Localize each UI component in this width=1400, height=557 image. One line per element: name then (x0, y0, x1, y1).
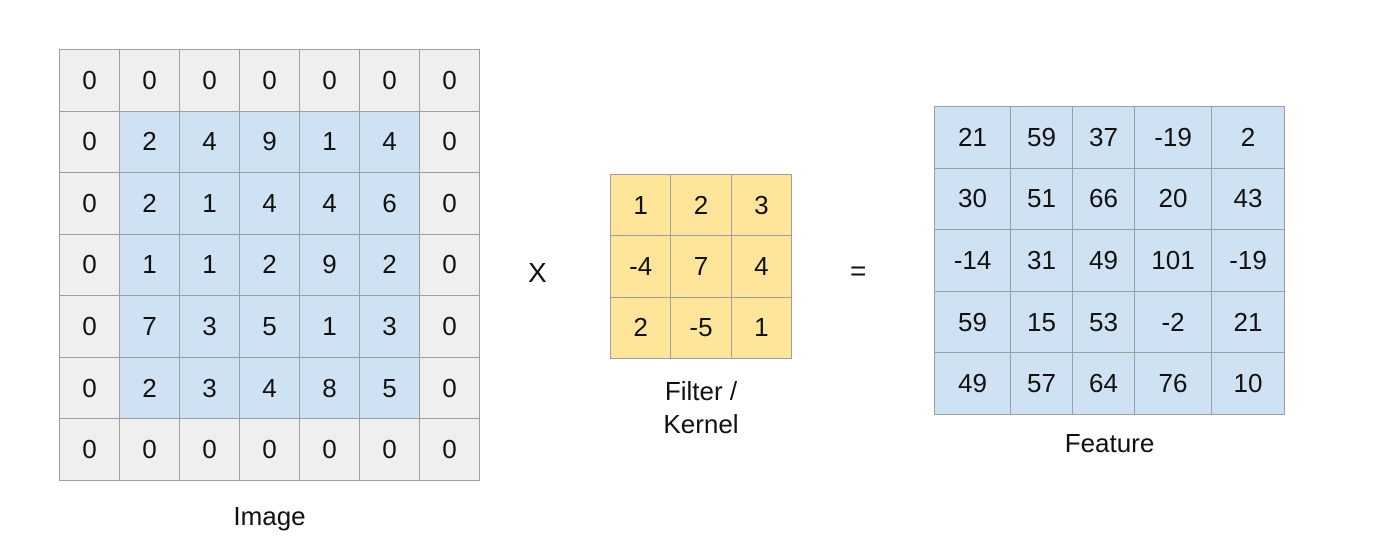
image-cell-r2-c2: 1 (180, 173, 240, 235)
equals-operator: = (850, 255, 867, 286)
kernel-cell-r0-c2: 3 (731, 175, 792, 237)
image-cell-r6-c3: 0 (240, 419, 300, 481)
kernel-cell-r1-c2: 4 (731, 236, 792, 298)
image-cell-r4-c3: 5 (240, 296, 300, 358)
image-cell-r5-c0: 0 (60, 357, 120, 420)
image-cell-r0-c0: 0 (60, 50, 120, 112)
feature-cell-r2-c0: -14 (935, 230, 1011, 292)
feature-cell-r0-c1: 59 (1011, 107, 1073, 169)
image-cell-r4-c1: 7 (120, 296, 180, 358)
feature-cell-r1-c1: 51 (1011, 168, 1073, 231)
image-cell-r4-c2: 3 (180, 296, 240, 358)
image-cell-r2-c3: 4 (240, 173, 300, 235)
kernel-cell-r0-c1: 2 (671, 175, 732, 237)
feature-cell-r3-c0: 59 (935, 291, 1011, 354)
feature-cell-r2-c1: 31 (1011, 230, 1073, 292)
kernel-label: Filter / Kernel (590, 375, 812, 441)
image-cell-r0-c6: 0 (420, 50, 480, 112)
image-cell-r6-c4: 0 (300, 419, 360, 481)
image-cell-r2-c4: 4 (300, 173, 360, 235)
image-cell-r1-c0: 0 (60, 111, 120, 174)
feature-cell-r3-c3: -2 (1135, 291, 1212, 354)
image-label: Image (233, 501, 306, 531)
kernel-label-line2: Kernel (663, 409, 739, 439)
feature-cell-r1-c3: 20 (1135, 168, 1212, 231)
kernel-cell-r2-c2: 1 (731, 297, 792, 359)
image-cell-r0-c5: 0 (360, 50, 420, 112)
feature-cell-r3-c1: 15 (1011, 291, 1073, 354)
image-cell-r5-c1: 2 (120, 357, 180, 420)
image-cell-r1-c5: 4 (360, 111, 420, 174)
image-cell-r0-c2: 0 (180, 50, 240, 112)
feature-cell-r4-c4: 10 (1212, 353, 1285, 415)
image-cell-r2-c0: 0 (60, 173, 120, 235)
image-cell-r1-c6: 0 (420, 111, 480, 174)
feature-cell-r4-c2: 64 (1073, 353, 1135, 415)
feature-cell-r1-c2: 66 (1073, 168, 1135, 231)
image-cell-r3-c5: 2 (360, 234, 420, 297)
image-cell-r5-c6: 0 (420, 357, 480, 420)
image-cell-r5-c4: 8 (300, 357, 360, 420)
image-cell-r6-c6: 0 (420, 419, 480, 481)
image-cell-r4-c4: 1 (300, 296, 360, 358)
feature-cell-r4-c1: 57 (1011, 353, 1073, 415)
feature-cell-r1-c4: 43 (1212, 168, 1285, 231)
image-cell-r6-c0: 0 (60, 419, 120, 481)
image-cell-r5-c2: 3 (180, 357, 240, 420)
kernel-label-line1: Filter / (664, 376, 738, 406)
kernel-cell-r2-c0: 2 (611, 297, 672, 359)
kernel-cell-r2-c1: -5 (671, 297, 732, 359)
image-cell-r4-c5: 3 (360, 296, 420, 358)
feature-cell-r0-c2: 37 (1073, 107, 1135, 169)
feature-cell-r0-c3: -19 (1135, 107, 1212, 169)
image-cell-r2-c5: 6 (360, 173, 420, 235)
image-cell-r0-c3: 0 (240, 50, 300, 112)
feature-cell-r2-c4: -19 (1212, 230, 1285, 292)
image-cell-r4-c0: 0 (60, 296, 120, 358)
image-cell-r4-c6: 0 (420, 296, 480, 358)
image-cell-r6-c1: 0 (120, 419, 180, 481)
image-cell-r2-c1: 2 (120, 173, 180, 235)
image-cell-r3-c0: 0 (60, 234, 120, 297)
multiply-operator: X (528, 257, 547, 288)
feature-cell-r3-c4: 21 (1212, 291, 1285, 354)
image-cell-r6-c5: 0 (360, 419, 420, 481)
feature-cell-r2-c3: 101 (1135, 230, 1212, 292)
feature-label: Feature (1064, 428, 1155, 458)
feature-cell-r4-c3: 76 (1135, 353, 1212, 415)
image-cell-r1-c4: 1 (300, 111, 360, 174)
feature-cell-r4-c0: 49 (935, 353, 1011, 415)
image-cell-r3-c3: 2 (240, 234, 300, 297)
kernel-cell-r1-c0: -4 (611, 236, 672, 298)
image-cell-r5-c3: 4 (240, 357, 300, 420)
feature-cell-r3-c2: 53 (1073, 291, 1135, 354)
image-cell-r3-c4: 9 (300, 234, 360, 297)
image-cell-r5-c5: 5 (360, 357, 420, 420)
kernel-cell-r1-c1: 7 (671, 236, 732, 298)
image-cell-r2-c6: 0 (420, 173, 480, 235)
feature-cell-r0-c0: 21 (935, 107, 1011, 169)
image-cell-r1-c2: 4 (180, 111, 240, 174)
image-cell-r1-c1: 2 (120, 111, 180, 174)
image-cell-r3-c6: 0 (420, 234, 480, 297)
image-cell-r0-c1: 0 (120, 50, 180, 112)
image-cell-r6-c2: 0 (180, 419, 240, 481)
feature-cell-r2-c2: 49 (1073, 230, 1135, 292)
image-cell-r0-c4: 0 (300, 50, 360, 112)
feature-cell-r1-c0: 30 (935, 168, 1011, 231)
image-cell-r3-c2: 1 (180, 234, 240, 297)
kernel-cell-r0-c0: 1 (611, 175, 672, 237)
feature-cell-r0-c4: 2 (1212, 107, 1285, 169)
image-cell-r1-c3: 9 (240, 111, 300, 174)
image-cell-r3-c1: 1 (120, 234, 180, 297)
